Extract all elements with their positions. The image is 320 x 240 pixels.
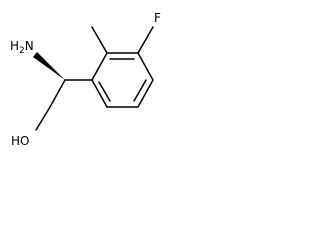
bond-stereocenter-ch2 xyxy=(49,79,66,108)
ring-bond-6 xyxy=(91,79,108,108)
wedge-bond-nh2 xyxy=(33,52,65,80)
nh2-label: H2N xyxy=(10,39,34,56)
ring-double-bond-c xyxy=(98,81,111,102)
bond-c-f xyxy=(137,26,154,54)
bond-methyl xyxy=(91,26,108,54)
structure-diagram: H2N F HO xyxy=(10,11,161,148)
hydroxyl-label: HO xyxy=(11,134,29,148)
fluorine-label: F xyxy=(154,11,161,25)
ring-bond-4 xyxy=(137,79,154,108)
bond-ch2-oh xyxy=(35,106,51,131)
ring-bond-1 xyxy=(91,52,108,81)
ring-bond-3 xyxy=(137,52,154,81)
ring-double-bond-b xyxy=(133,79,147,102)
